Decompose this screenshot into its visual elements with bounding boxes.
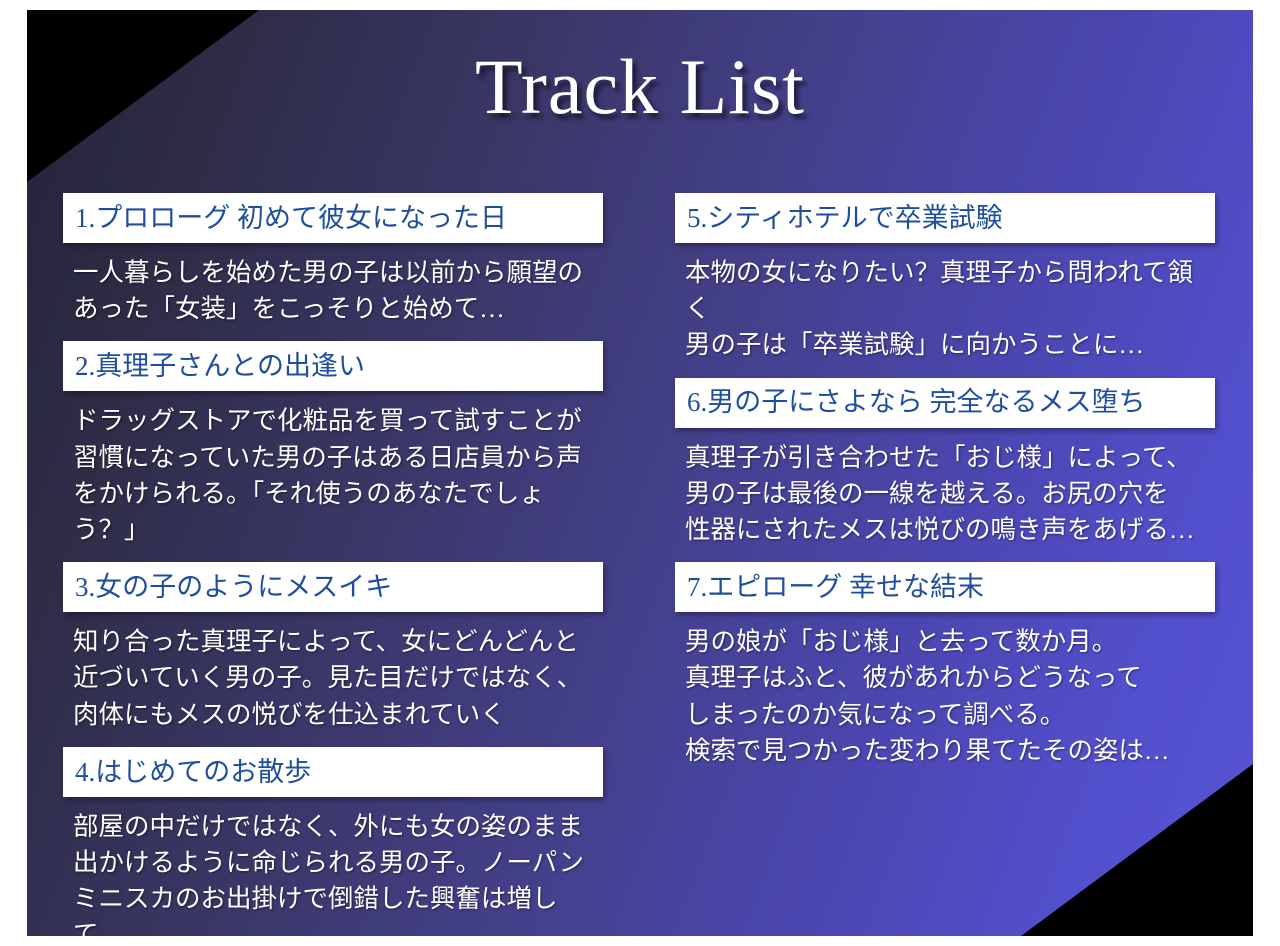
page-title: Track List [475,43,805,130]
track-title-6: 6.男の子にさよなら 完全なるメス堕ち [687,387,1146,418]
track-header-1: 1.プロローグ 初めて彼女になった日 [63,193,603,243]
track-title-2: 2.真理子さんとの出逢い [75,351,365,382]
track-item: 2.真理子さんとの出逢い ドラッグストアで化粧品を買って試すことが 習慣になって… [63,341,603,548]
track-header-2: 2.真理子さんとの出逢い [63,341,603,392]
track-header-3: 3.女の子のようにメスイキ [63,562,603,613]
track-description-5: 本物の女になりたい？真理子から問われて頷く 男の子は「卒業試験」に向かうことに… [685,258,1193,360]
track-description-6: 真理子が引き合わせた「おじ様」によって、 男の子は最後の一線を越える。お尻の穴を… [685,442,1195,545]
track-description-1: 一人暮らしを始めた男の子は以前から願望の あった「女装」をこっそりと始めて… [73,258,584,324]
track-item: 3.女の子のようにメスイキ 知り合った真理子によって、女にどんどんと 近づいてい… [63,562,603,733]
track-title-3: 3.女の子のようにメスイキ [75,572,393,603]
track-item: 7.エピローグ 幸せな結末 男の娘が「おじ様」と去って数か月。 真理子はふと、彼… [675,562,1215,769]
track-header-7: 7.エピローグ 幸せな結末 [675,562,1215,613]
track-column-right: 5.シティホテルで卒業試験 本物の女になりたい？真理子から問われて頷く 男の子は… [675,193,1215,783]
track-title-4: 4.はじめてのお散歩 [75,756,312,787]
corner-cut-top-left-decoration [27,10,259,182]
track-title-1: 1.プロローグ 初めて彼女になった日 [75,202,507,233]
track-title-5: 5.シティホテルで卒業試験 [687,202,1003,233]
track-description-4: 部屋の中だけではなく、外にも女の姿のまま 出かけるように命じられる男の子。ノーパ… [73,811,585,936]
track-header-6: 6.男の子にさよなら 完全なるメス堕ち [675,377,1215,428]
track-header-5: 5.シティホテルで卒業試験 [675,193,1215,243]
track-description-2: ドラッグストアで化粧品を買って試すことが 習慣になっていた男の子はある日店員から… [73,406,582,545]
track-item: 6.男の子にさよなら 完全なるメス堕ち 真理子が引き合わせた「おじ様」によって、… [675,377,1215,549]
gradient-stage: Track List 1.プロローグ 初めて彼女になった日 一人暮らしを始めた男… [27,10,1253,936]
corner-cut-bottom-right-decoration [1021,764,1253,936]
track-description-7: 男の娘が「おじ様」と去って数か月。 真理子はふと、彼があれからどうなって しまっ… [685,627,1170,765]
track-column-left: 1.プロローグ 初めて彼女になった日 一人暮らしを始めた男の子は以前から願望の … [63,193,603,936]
track-title-7: 7.エピローグ 幸せな結末 [687,572,984,603]
track-item: 5.シティホテルで卒業試験 本物の女になりたい？真理子から問われて頷く 男の子は… [675,193,1215,364]
track-item: 4.はじめてのお散歩 部屋の中だけではなく、外にも女の姿のまま 出かけるように命… [63,746,603,936]
track-header-4: 4.はじめてのお散歩 [63,746,603,797]
track-item: 1.プロローグ 初めて彼女になった日 一人暮らしを始めた男の子は以前から願望の … [63,193,603,327]
track-description-3: 知り合った真理子によって、女にどんどんと 近づいていく男の子。見た目だけではなく… [73,627,583,729]
